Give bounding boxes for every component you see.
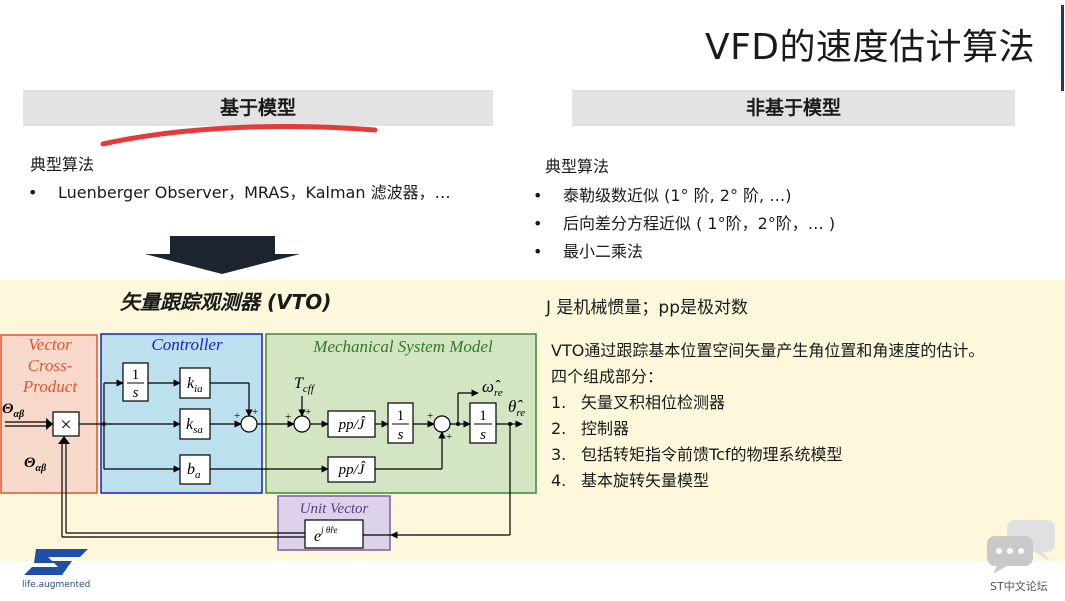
integrator-numerator: 1 <box>397 408 405 424</box>
vto-desc-line: 四个组成部分： <box>551 367 664 386</box>
summing-junction <box>293 415 311 433</box>
left-bullet-item: • Luenberger Observer，MRAS，Kalman 滤波器，… <box>28 179 451 203</box>
unit-vector-region <box>277 495 391 551</box>
component-number: 2. <box>551 419 567 438</box>
kia-label: kia <box>187 375 203 395</box>
theta-ab-hat-label: Θαβ <box>24 455 47 474</box>
pp-over-j-label: pp/Ĵ <box>338 416 366 433</box>
vcp-title-line: Vector <box>28 335 72 354</box>
component-text: 矢量叉积相位检测器 <box>581 393 726 412</box>
mechanical-model-title: Mechanical System Model <box>312 337 493 356</box>
cross-symbol: × <box>60 414 71 436</box>
plus-sign: + <box>252 406 258 418</box>
right-typical-label: 典型算法 <box>545 157 610 176</box>
pp-over-j-block <box>327 410 376 438</box>
vto-description: VTO通过跟踪基本位置空间矢量产生角位置和角速度的估计。 四个组成部分： 1. 矢… <box>551 338 984 494</box>
plus-sign: + <box>305 406 311 418</box>
pp-over-j-label: pp/Ĵ <box>338 461 366 478</box>
exp-label: ej θ̂re <box>314 525 337 545</box>
vcp-title-line: Product <box>22 377 78 396</box>
integrator-denominator: s <box>480 427 486 443</box>
component-number: 3. <box>551 445 567 464</box>
integrator-numerator: 1 <box>479 408 487 424</box>
unit-vector-block <box>304 519 364 549</box>
integrator-block <box>387 402 414 444</box>
ksa-label: ksa <box>186 416 203 436</box>
component-text: 控制器 <box>581 419 630 438</box>
title-divider <box>1061 5 1064 91</box>
forum-label[interactable]: ST中文论坛 <box>990 580 1048 593</box>
left-bullet-text: Luenberger Observer，MRAS，Kalman 滤波器，… <box>58 183 451 202</box>
red-marker-stroke <box>100 123 378 147</box>
summing-junction <box>433 415 451 433</box>
component-item: 2. 控制器 <box>551 416 984 442</box>
summing-junction <box>240 415 258 433</box>
integrator-block <box>469 402 497 444</box>
vto-desc-line: VTO通过跟踪基本位置空间矢量产生角位置和角速度的估计。 <box>551 341 985 360</box>
theta-ab-label: Θαβ <box>2 401 25 420</box>
ba-gain-block <box>179 454 211 485</box>
integrator-denominator: s <box>133 385 139 401</box>
ksa-gain-block <box>179 408 211 440</box>
left-typical-label: 典型算法 <box>30 155 95 174</box>
component-text: 包括转矩指令前馈Tcf的物理系统模型 <box>581 445 843 464</box>
component-item: 4. 基本旋转矢量模型 <box>551 468 984 494</box>
vcp-region <box>0 334 98 494</box>
bullet-dot: • <box>28 183 38 202</box>
inertia-note: J 是机械惯量；pp是极对数 <box>546 298 748 318</box>
component-number: 1. <box>551 393 567 412</box>
unit-vector-title: Unit Vector <box>300 501 369 517</box>
right-bullet-item: • 最小二乘法 <box>533 238 643 262</box>
bullet-dot: • <box>533 186 543 205</box>
component-item: 1. 矢量叉积相位检测器 <box>551 390 984 416</box>
chat-bubbles-icon <box>987 520 1055 574</box>
right-bullet-text: 后向差分方程近似 ( 1°阶，2°阶，… ) <box>563 214 836 233</box>
slide-title: VFD的速度估计算法 <box>704 27 1035 68</box>
plus-sign: + <box>285 411 291 423</box>
non-model-based-header: 非基于模型 <box>572 90 1015 126</box>
down-arrow-icon <box>145 236 300 274</box>
right-bullet-text: 泰勒级数近似 (1° 阶, 2° 阶, …) <box>563 186 792 205</box>
integrator-denominator: s <box>398 427 404 443</box>
vto-block-diagram: Vector Cross- Product Controller Mechani… <box>0 333 537 551</box>
vcp-title-line: Cross- <box>28 356 73 375</box>
plus-sign: + <box>446 431 452 443</box>
bullet-dot: • <box>533 214 543 233</box>
vto-title: 矢量跟踪观测器 (VTO) <box>120 290 332 314</box>
plus-sign: + <box>234 410 240 422</box>
model-based-header: 基于模型 <box>23 90 493 126</box>
right-bullet-text: 最小二乘法 <box>563 242 644 261</box>
logo-tagline: life.augmented <box>22 580 91 590</box>
integrator-numerator: 1 <box>132 367 140 383</box>
right-bullet-item: • 后向差分方程近似 ( 1°阶，2°阶，… ) <box>533 210 835 234</box>
right-bullet-item: • 泰勒级数近似 (1° 阶, 2° 阶, …) <box>533 182 791 206</box>
component-text: 基本旋转矢量模型 <box>581 471 710 490</box>
integrator-block <box>122 362 149 402</box>
component-item: 3. 包括转矩指令前馈Tcf的物理系统模型 <box>551 442 984 468</box>
component-number: 4. <box>551 471 567 490</box>
kia-gain-block <box>179 367 211 399</box>
st-logo-icon: ST <box>24 549 88 575</box>
ba-label: ba <box>187 461 201 481</box>
plus-sign: + <box>427 410 433 422</box>
pp-over-j-block <box>327 456 376 483</box>
bullet-dot: • <box>533 242 543 261</box>
tcff-label: Tcff <box>294 375 316 395</box>
controller-title: Controller <box>151 335 223 354</box>
